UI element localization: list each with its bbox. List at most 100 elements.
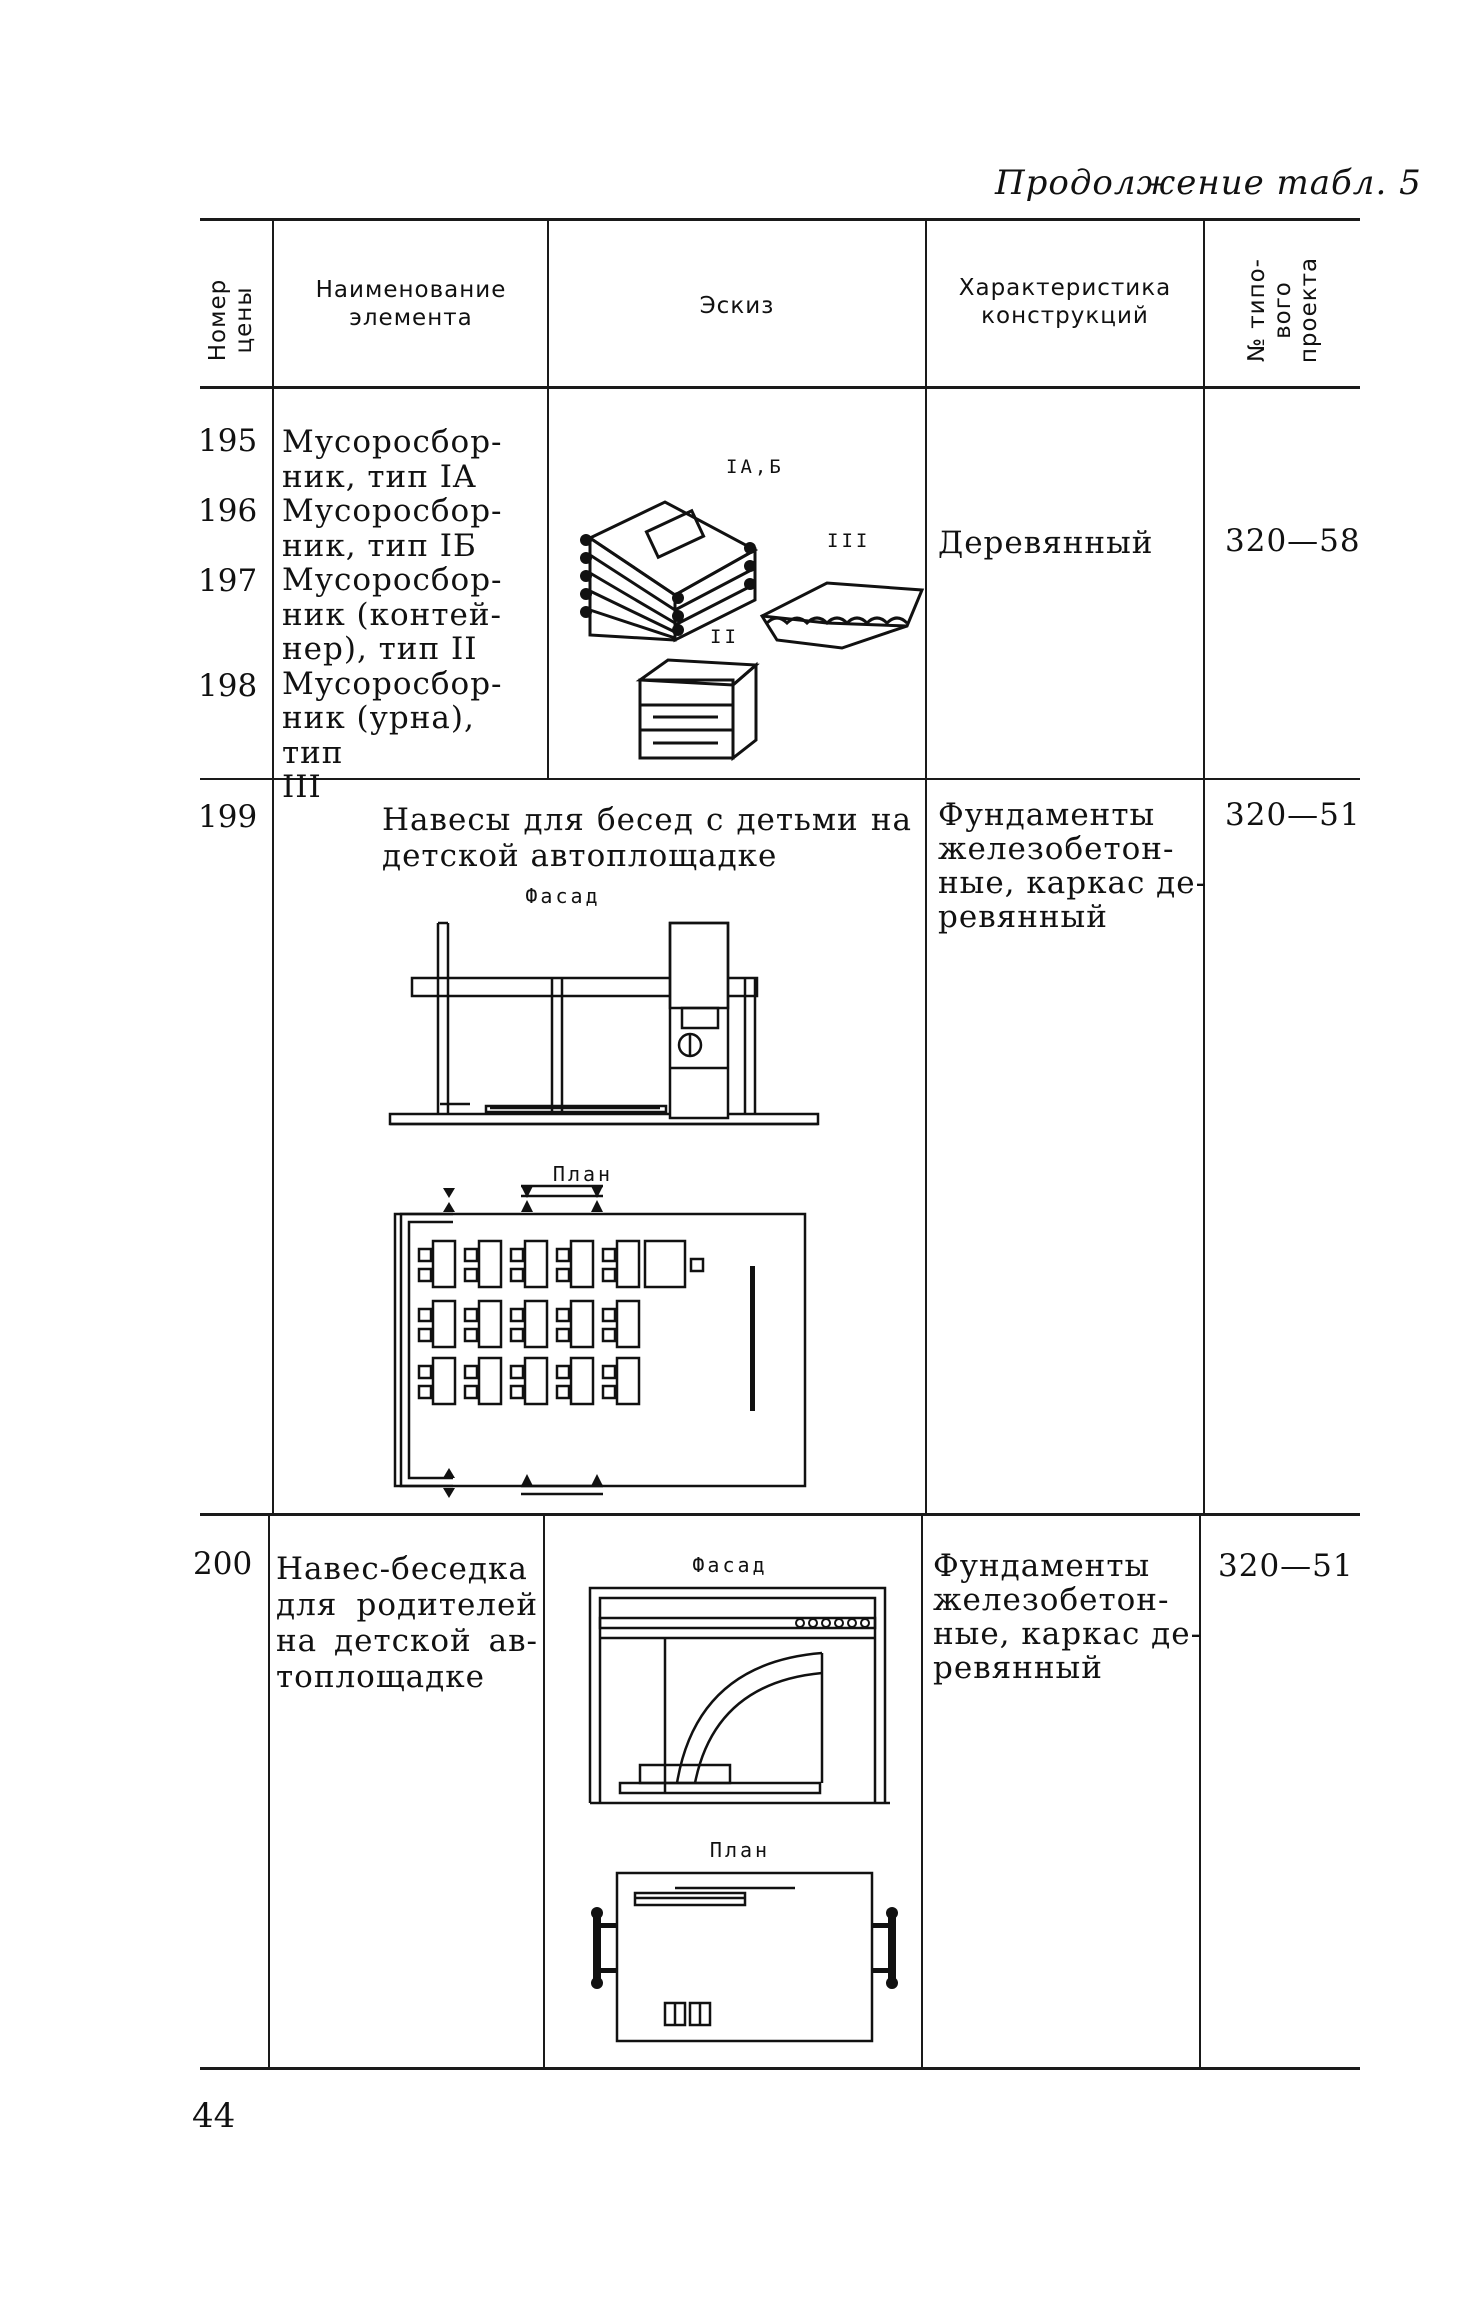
sketch-label: IА,Б: [726, 456, 784, 478]
pavilion-plan-drawing: [591, 1871, 898, 2043]
seat: [689, 1257, 705, 1273]
col-line: [547, 220, 549, 388]
col-line: [1203, 780, 1205, 1513]
table-caption: Продолжение табл. 5: [995, 163, 1422, 203]
seat: [509, 1327, 525, 1343]
seat: [555, 1364, 571, 1380]
desk: [431, 1239, 457, 1289]
col-line: [268, 1516, 270, 2067]
header-bottom-rule: [200, 386, 1360, 389]
project-number: 320—58: [1225, 523, 1361, 559]
col-line: [925, 220, 927, 388]
seat: [601, 1384, 617, 1400]
col-line: [543, 1516, 545, 2067]
canopy-facade-drawing: [388, 921, 820, 1126]
element-name: Мусоросбор- ник, тип IA Мусоросбор- ник,…: [282, 424, 503, 805]
desk: [569, 1239, 595, 1289]
col-line: [272, 780, 274, 1513]
seat: [601, 1267, 617, 1283]
desk: [523, 1239, 549, 1289]
row-number: 195: [198, 423, 258, 459]
plan-label: План: [709, 1838, 771, 1862]
col-line: [921, 1516, 923, 2067]
seat: [417, 1384, 433, 1400]
col-line: [925, 780, 927, 1513]
seat: [417, 1364, 433, 1380]
desk: [523, 1299, 549, 1349]
desk: [569, 1299, 595, 1349]
seat: [463, 1384, 479, 1400]
seat: [463, 1364, 479, 1380]
seat: [417, 1327, 433, 1343]
seat: [417, 1267, 433, 1283]
header-sketch: Эскиз: [699, 293, 775, 319]
characteristic-text: Фундаменты железобетон- ные, каркас де- …: [933, 1548, 1203, 1686]
table-bottom-rule: [200, 2067, 1360, 2070]
canopy-plan-drawing: [393, 1184, 807, 1498]
table-top-rule: [200, 218, 1360, 221]
seat: [509, 1384, 525, 1400]
pavilion-facade-drawing: [588, 1586, 890, 1805]
desk: [477, 1299, 503, 1349]
desk: [431, 1299, 457, 1349]
teacher-desk: [643, 1239, 687, 1289]
col-line: [1203, 388, 1205, 778]
col-line: [1199, 1516, 1201, 2067]
project-number: 320—51: [1218, 1548, 1354, 1584]
desk: [569, 1356, 595, 1406]
row-divider-2: [200, 1513, 1360, 1516]
seat: [555, 1247, 571, 1263]
seat: [463, 1307, 479, 1323]
col-line: [272, 388, 274, 778]
project-number: 320—51: [1225, 797, 1361, 833]
col-line: [547, 388, 549, 778]
seat: [601, 1327, 617, 1343]
row-number: 199: [198, 799, 258, 835]
desk: [523, 1356, 549, 1406]
seat: [509, 1247, 525, 1263]
seat: [463, 1327, 479, 1343]
sketch-label: II: [710, 626, 739, 648]
page-number: 44: [192, 2096, 236, 2136]
row-number: 196: [198, 493, 258, 529]
desk: [477, 1239, 503, 1289]
element-name: Навесы для бесед с детьми на детской авт…: [382, 802, 912, 874]
seat: [555, 1384, 571, 1400]
facade-label: Фасад: [692, 1553, 768, 1577]
desk: [615, 1239, 641, 1289]
log-bin-sketch: [580, 500, 759, 643]
row-number: 200: [193, 1546, 253, 1582]
seat: [509, 1307, 525, 1323]
row-divider-1: [200, 778, 1360, 780]
urn-basket-sketch: [759, 581, 925, 650]
col-line: [1203, 220, 1205, 388]
desk: [615, 1299, 641, 1349]
seat: [555, 1267, 571, 1283]
seat: [555, 1327, 571, 1343]
row-number: 197: [198, 563, 258, 599]
seat: [463, 1247, 479, 1263]
seat: [601, 1307, 617, 1323]
row-number: 198: [198, 668, 258, 704]
desk: [431, 1356, 457, 1406]
desk: [615, 1356, 641, 1406]
seat: [509, 1267, 525, 1283]
element-name: Навес-беседка для родителей на детской а…: [276, 1551, 538, 1695]
seat: [417, 1247, 433, 1263]
desk: [477, 1356, 503, 1406]
characteristic-text: Деревянный: [938, 525, 1154, 561]
sketch-label: III: [827, 530, 871, 552]
seat: [555, 1307, 571, 1323]
seat: [417, 1307, 433, 1323]
seat: [509, 1364, 525, 1380]
seat: [601, 1364, 617, 1380]
col-line: [272, 220, 274, 388]
facade-label: Фасад: [525, 884, 601, 908]
col-line: [925, 388, 927, 778]
seat: [601, 1247, 617, 1263]
seat: [463, 1267, 479, 1283]
